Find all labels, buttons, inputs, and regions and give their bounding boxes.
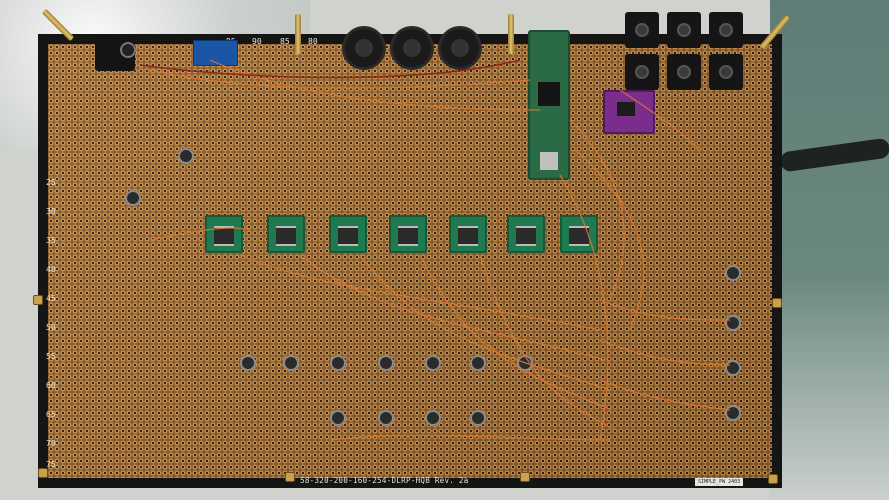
button-footprint [283,355,299,371]
button-footprint [378,410,394,426]
audio-jack [709,54,743,90]
midi-din-connector [438,26,482,70]
brass-standoff [33,295,43,305]
ic-breakout-board [389,215,427,253]
usb-connector [540,152,558,170]
silk-number: 60 [46,381,56,390]
silk-number: 55 [46,352,56,361]
audio-jack [709,12,743,48]
wire [619,89,701,151]
ic-breakout-board [205,215,243,253]
silk-number: 35 [46,236,56,245]
button-footprint [725,265,741,281]
electrolytic-capacitor [120,42,136,58]
brass-standoff [772,298,782,308]
wire [149,69,531,89]
ic-breakout-board [449,215,487,253]
ic-breakout-board [329,215,367,253]
button-footprint [725,360,741,376]
wire [139,59,521,79]
button-footprint [125,190,141,206]
wire [209,59,541,111]
audio-jack [667,54,701,90]
audio-jacks [625,12,750,92]
button-footprint [470,355,486,371]
button-footprint [178,148,194,164]
brass-standoff [295,14,301,54]
silk-number: 80 [308,37,318,46]
brass-standoff [768,474,778,484]
codec-chip [617,102,635,116]
brass-standoff [508,14,514,54]
wire [239,254,601,331]
wire [329,434,611,441]
wire [479,254,616,431]
wire [599,379,731,411]
silk-number: 70 [46,439,56,448]
audio-jack [667,12,701,48]
button-footprint [378,355,394,371]
silk-number: 50 [46,323,56,332]
button-footprint [425,410,441,426]
silk-number: 40 [46,265,56,274]
wire [359,254,611,391]
brass-standoff [38,468,48,478]
board-revision-label: 58-320-200-160-254-DLRP-HQB Rev. 2a [300,476,469,485]
voltage-regulator-module [193,40,238,66]
brass-standoff [285,472,295,482]
silk-number: 65 [46,410,56,419]
button-footprint [330,410,346,426]
button-footprint [425,355,441,371]
audio-jack [625,12,659,48]
wire [599,339,731,366]
silk-number: 85 [280,37,290,46]
wire [149,227,251,241]
wire [419,254,613,411]
button-footprint [725,315,741,331]
ic-breakout-board [267,215,305,253]
button-footprint [725,405,741,421]
brass-standoff [520,472,530,482]
mcu-chip [538,82,560,106]
audio-jack [625,54,659,90]
brand-tag: SIMPLE_PW 2403 [695,478,744,486]
teensy-microcontroller [528,30,570,180]
wire [569,119,625,301]
silk-number: 90 [252,37,262,46]
midi-din-connector [390,26,434,70]
midi-din-connector [342,26,386,70]
audio-codec-module [603,90,655,134]
wire [574,149,645,331]
green-cutting-mat [770,0,889,500]
button-footprint [240,355,256,371]
silk-number: 45 [46,294,56,303]
button-footprint [470,410,486,426]
ic-breakout-board [507,215,545,253]
wire [599,299,731,321]
silk-number: 30 [46,207,56,216]
silk-number: 75 [46,460,56,469]
button-footprint [330,355,346,371]
wire [559,174,609,441]
silk-number: 25 [46,178,56,187]
wire [299,254,606,361]
